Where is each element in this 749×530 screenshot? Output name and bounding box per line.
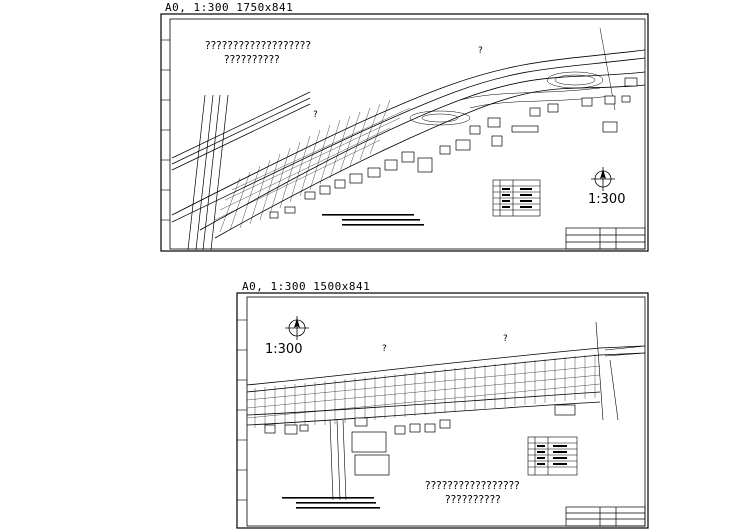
bottom-heading-line2: ?????????? [445,494,501,506]
top-question-mark-2: ? [313,110,318,120]
top-scale-label: 1:300 [588,192,626,207]
top-question-mark-1: ? [478,46,483,56]
top-drawing-title: A0, 1:300 1750x841 [165,1,294,14]
bottom-heading-line1: ????????????????? [425,480,520,492]
bottom-question-mark-1: ? [382,344,387,354]
bottom-scale-label: 1:300 [265,342,303,357]
bottom-question-mark-2: ? [503,334,508,344]
top-heading-line1: ??????????????????? [205,40,311,52]
top-heading-line2: ?????????? [224,54,280,66]
bottom-drawing-title: A0, 1:300 1500x841 [242,280,371,293]
